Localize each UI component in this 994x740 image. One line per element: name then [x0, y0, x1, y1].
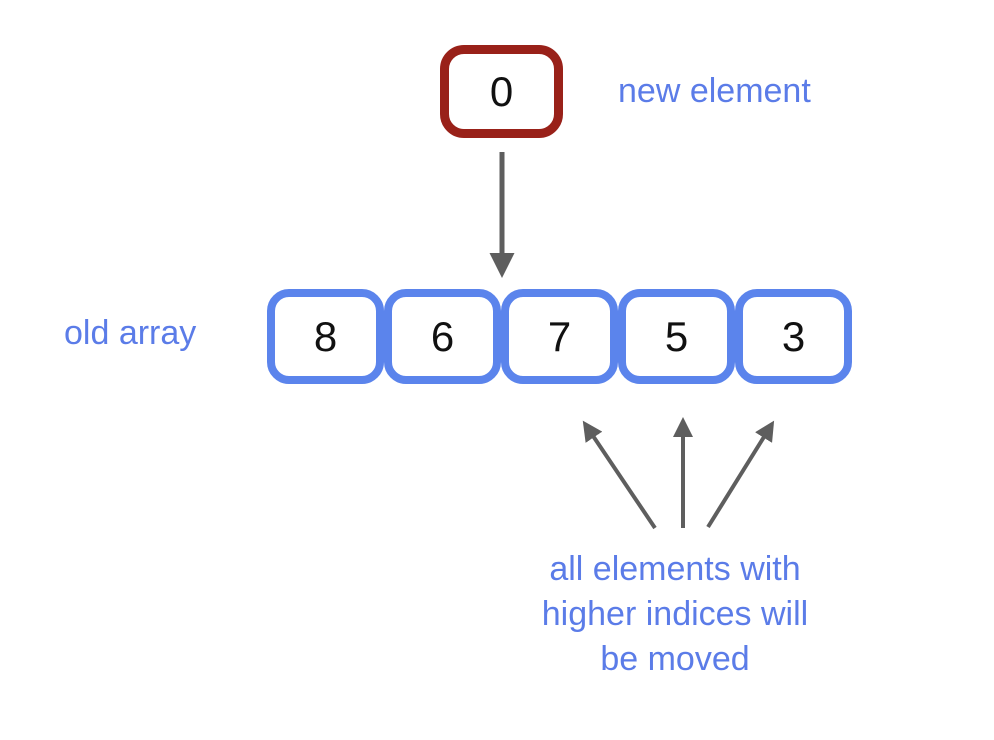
array-cell-value: 8	[313, 312, 338, 360]
old-array-label: old array	[64, 314, 197, 352]
old-array: 8 6 7 5 3	[267, 289, 852, 384]
shift-arrow-right-icon	[706, 420, 775, 529]
array-cell: 7	[501, 289, 618, 384]
array-cell: 5	[618, 289, 735, 384]
new-element-box: 0	[440, 45, 563, 138]
array-cell-value: 5	[664, 312, 689, 360]
new-element-value: 0	[489, 67, 514, 115]
shift-arrow-left-icon	[582, 420, 657, 530]
annotation-text: all elements with higher indices will be…	[475, 547, 875, 682]
array-cell-value: 3	[781, 312, 806, 360]
array-cell: 8	[267, 289, 384, 384]
annotation-line: all elements with	[549, 550, 801, 588]
array-cell-value: 6	[430, 312, 455, 360]
array-cell-value: 7	[547, 312, 572, 360]
annotation-line: be moved	[600, 640, 750, 678]
array-cell: 3	[735, 289, 852, 384]
array-cell: 6	[384, 289, 501, 384]
annotation-line: higher indices will	[541, 595, 809, 633]
new-element-label: new element	[618, 72, 811, 110]
